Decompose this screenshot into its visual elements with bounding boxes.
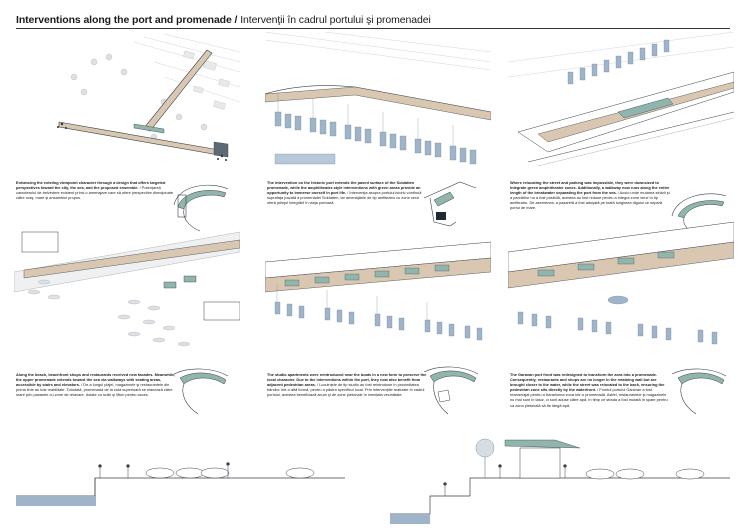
key-plan-map xyxy=(668,360,730,420)
section-left xyxy=(16,477,345,497)
cross-sections xyxy=(0,418,750,530)
water xyxy=(16,496,96,506)
caption-ro: / De-a lungul plajei, magazinele şi rest… xyxy=(16,382,173,398)
caption-en: Enhancing the existing viewpoint charact… xyxy=(16,180,166,191)
illustration-garavan-port xyxy=(508,222,734,362)
caption-historic-port: The intervention on the historic port ex… xyxy=(267,180,427,205)
caption-beach: Along the beach, beachfront shops and re… xyxy=(16,372,176,397)
canopy xyxy=(504,439,581,449)
caption-ro: / Frontul portului Garavan a fost reamen… xyxy=(510,387,668,408)
illustration-viewpoint xyxy=(14,32,240,172)
water xyxy=(390,514,430,524)
key-plan-map xyxy=(170,360,232,420)
caption-ro: / Intervenţia asupra portului istoric co… xyxy=(267,190,422,206)
key-plan-map xyxy=(420,178,482,238)
caption-ro: / Locuinţele de tip studio au fost reint… xyxy=(267,382,425,398)
illustration-studio-apartments xyxy=(265,222,491,362)
page-title-en: Interventions along the port and promena… xyxy=(16,14,238,26)
title-divider xyxy=(16,28,730,29)
illustration-breakwater xyxy=(508,32,734,172)
caption-ro: / Potenţarea caracterului de belvedere e… xyxy=(16,185,174,201)
illustration-historic-port xyxy=(265,32,491,172)
caption-garavan-port: The Garavan port front was redesigned to… xyxy=(510,372,670,408)
caption-studio-apartments: The studio apartments were reintroduced … xyxy=(267,372,427,397)
caption-en: The studio apartments were reintroduced … xyxy=(267,372,427,388)
caption-en: Where relocating the street and parking … xyxy=(510,180,670,196)
page-title: Interventions along the port and promena… xyxy=(16,14,431,26)
caption-ro: / Acolo unde mutarea străzii şi a parcăr… xyxy=(510,190,670,211)
caption-en: Along the beach, beachfront shops and re… xyxy=(16,372,176,388)
section-right xyxy=(390,477,730,515)
caption-en: The intervention on the historic port ex… xyxy=(267,180,421,196)
key-plan-map xyxy=(420,360,482,420)
caption-viewpoint: Enhancing the existing viewpoint charact… xyxy=(16,180,176,200)
tree-icon xyxy=(475,438,495,458)
key-plan-map xyxy=(668,176,730,236)
caption-en: The Garavan port front was redesigned to… xyxy=(510,372,665,393)
caption-breakwater: Where relocating the street and parking … xyxy=(510,180,670,211)
illustration-beach xyxy=(14,222,240,362)
page-title-ro: Intervenţii în cadrul portului şi promen… xyxy=(237,14,431,26)
key-plan-map xyxy=(170,175,232,235)
